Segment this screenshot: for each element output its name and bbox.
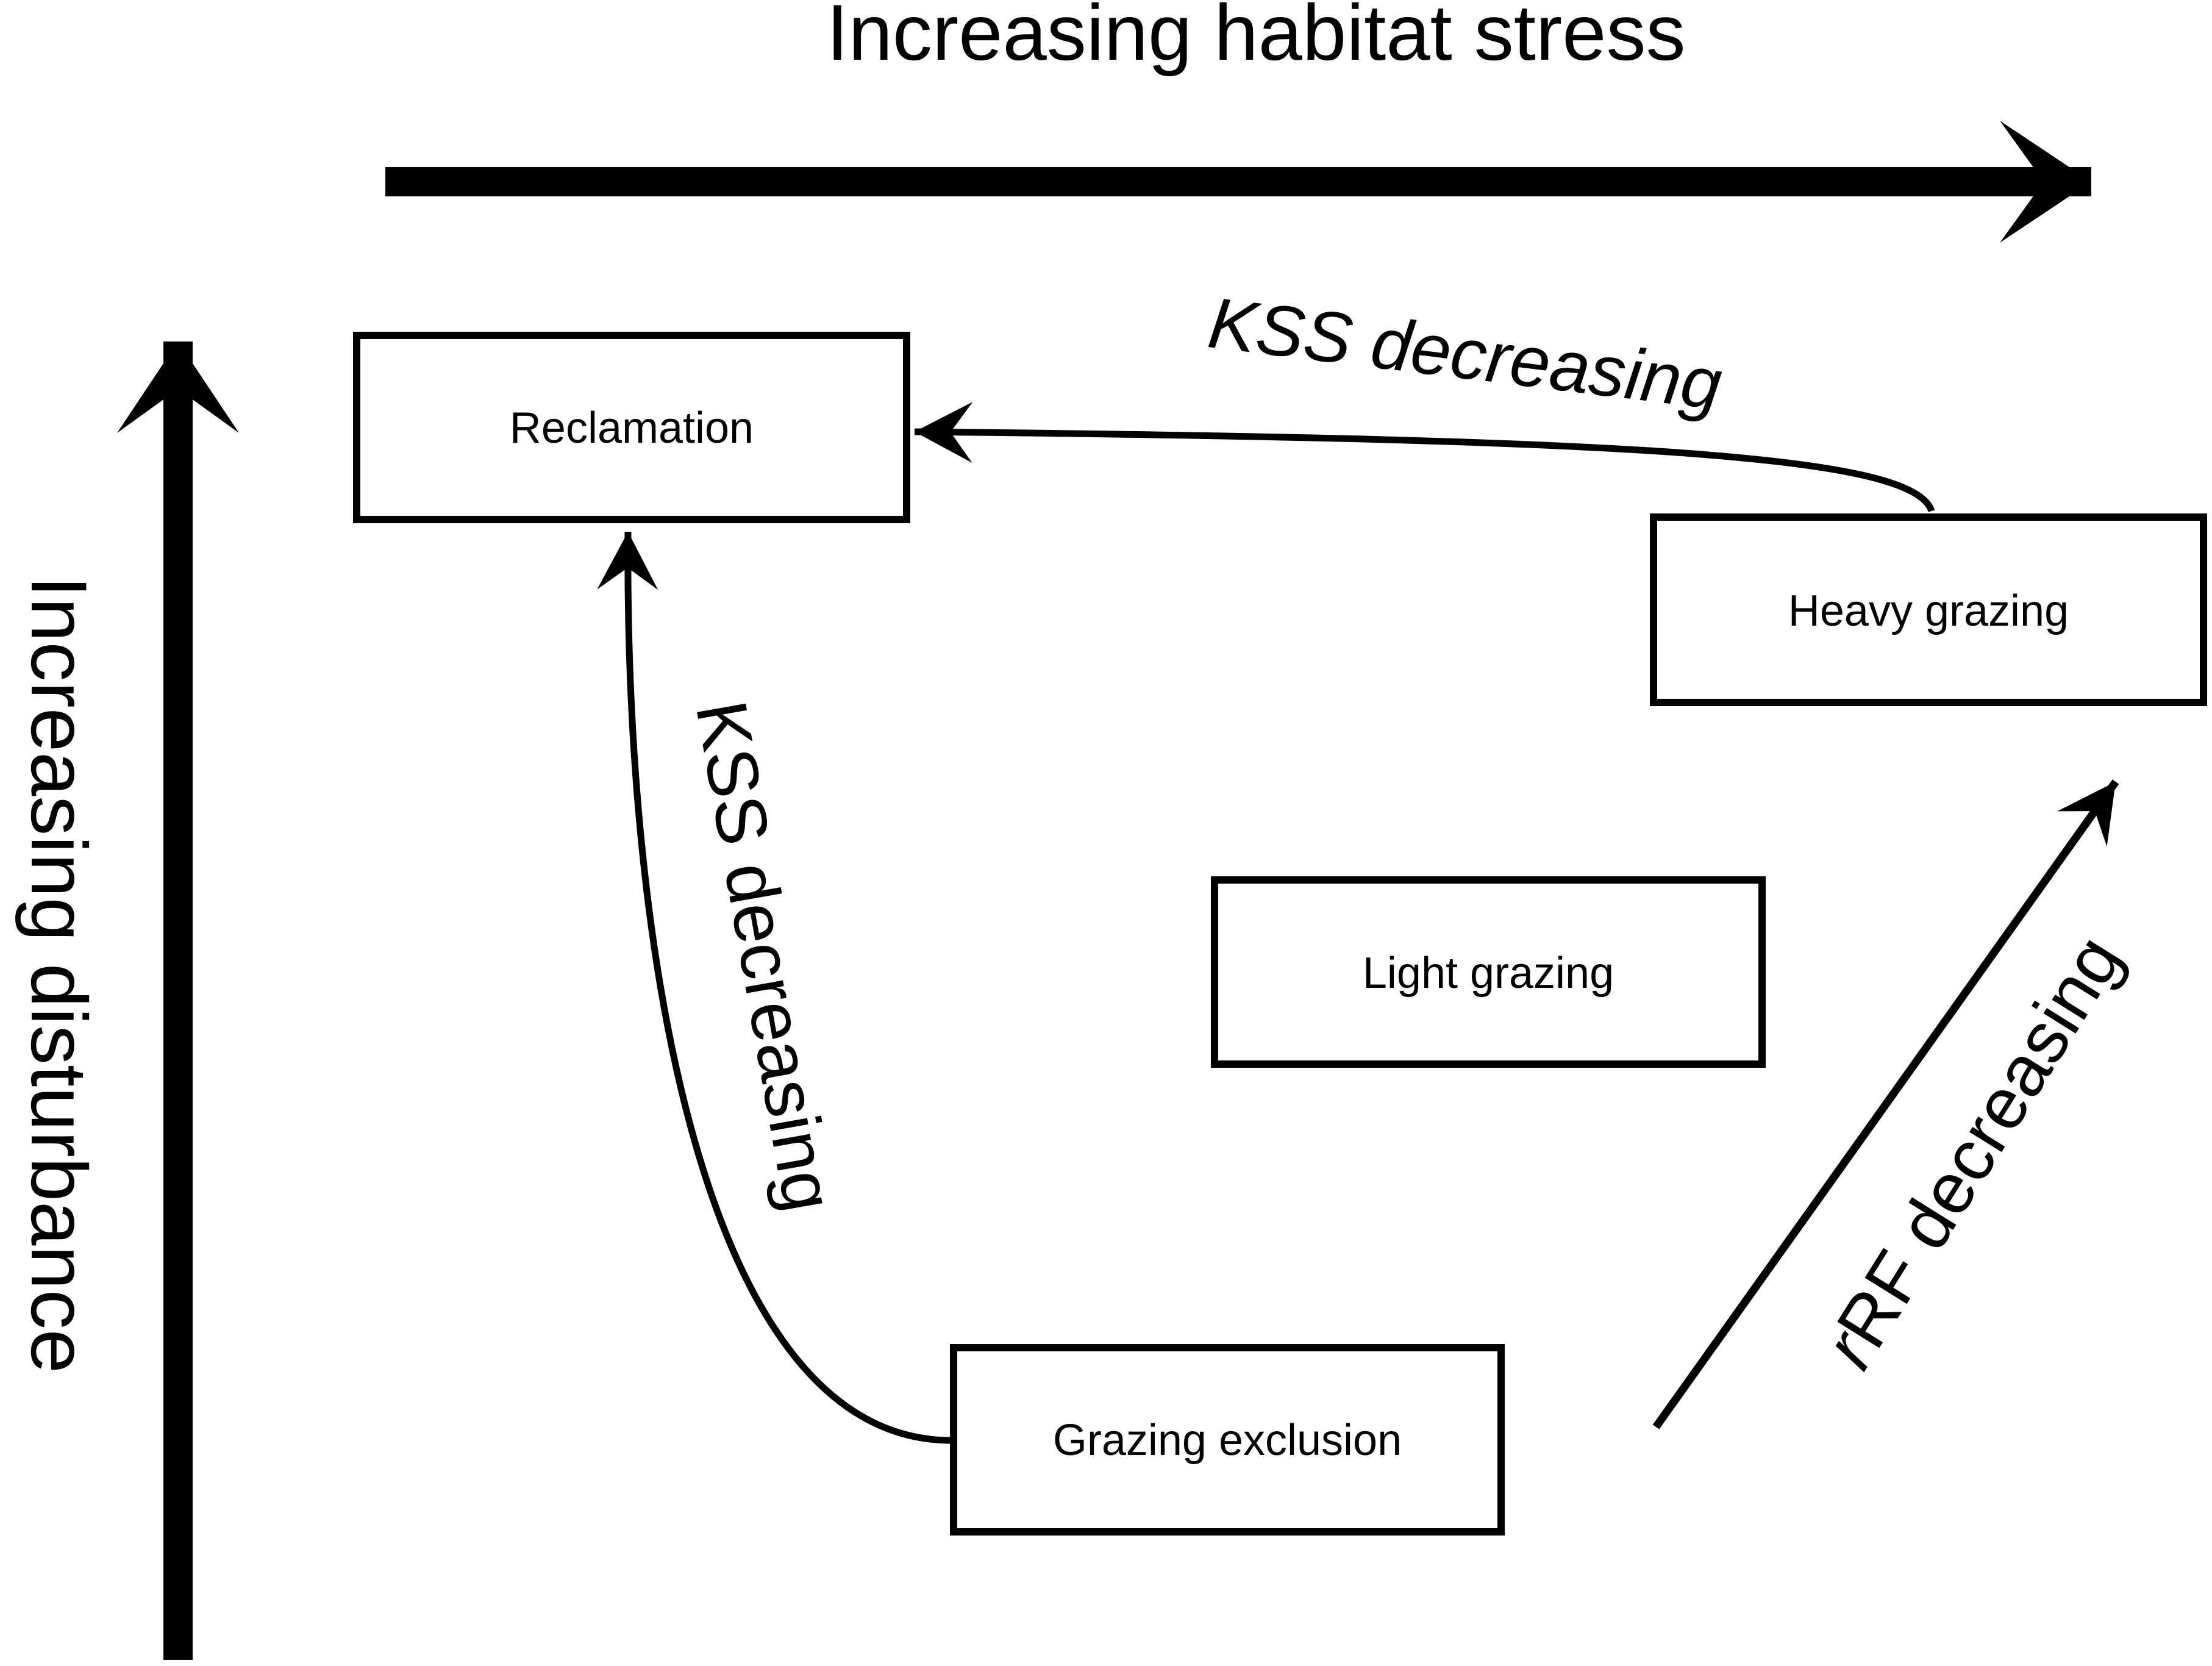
edge-heavy-to-reclamation: KSS decreasing <box>914 282 1935 512</box>
node-light-grazing: Light grazing <box>1211 876 1766 1068</box>
node-heavy-grazing-label: Heavy grazing <box>1788 587 2069 635</box>
edge-label-kss-top: KSS decreasing <box>1204 282 1726 425</box>
node-grazing-exclusion-label: Grazing exclusion <box>1053 1416 1402 1465</box>
x-axis: Increasing habitat stress <box>385 0 2091 243</box>
edge-arrow-heavy-to-reclamation <box>914 401 1935 512</box>
x-axis-label: Increasing habitat stress <box>826 0 1685 77</box>
node-reclamation: Reclamation <box>353 332 910 523</box>
edge-arrow-exclusion-to-reclamation <box>597 531 952 1444</box>
edge-exclusion-to-reclamation: KSS decreasing <box>597 531 952 1444</box>
edge-label-kss-left: KSS decreasing <box>680 695 849 1217</box>
node-reclamation-box <box>353 332 910 523</box>
node-heavy-grazing: Heavy grazing <box>1650 513 2207 706</box>
node-heavy-grazing-box <box>1650 513 2207 706</box>
node-light-grazing-label: Light grazing <box>1363 949 1614 998</box>
node-reclamation-label: Reclamation <box>510 404 754 452</box>
edge-label-rrf-rest: RF decreasing <box>1821 922 2138 1362</box>
edge-arrow-exclusion-to-heavy <box>1652 779 2119 1429</box>
edge-label-rrf: rRF decreasing <box>1808 922 2137 1382</box>
node-grazing-exclusion: Grazing exclusion <box>950 1344 1505 1536</box>
node-light-grazing-box <box>1211 876 1766 1068</box>
node-grazing-exclusion-box <box>950 1344 1505 1536</box>
y-axis: Increasing disturbance <box>15 341 239 1660</box>
y-axis-label: Increasing disturbance <box>15 576 104 1373</box>
